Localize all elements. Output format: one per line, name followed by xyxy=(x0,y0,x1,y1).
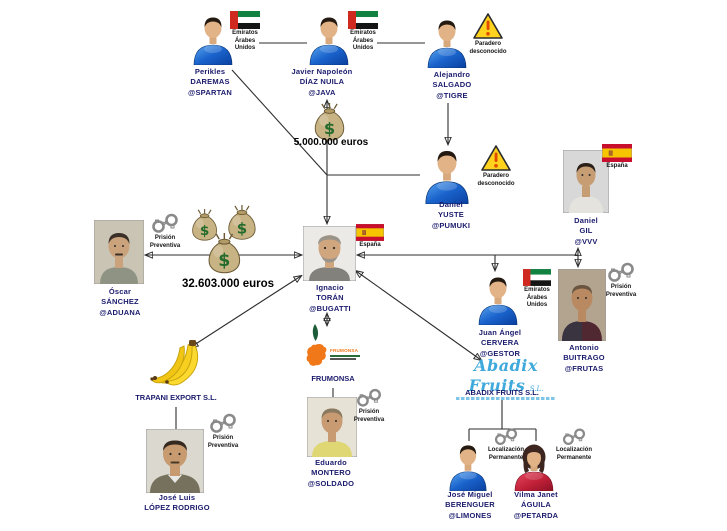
person-label-jose-luis: José Luis LÓPEZ RODRIGO xyxy=(144,493,210,513)
warning-triangle-icon xyxy=(473,13,503,39)
handcuffs-badge-eduardo: Prisión Preventiva xyxy=(344,387,394,424)
handcuffs-icon xyxy=(562,428,586,445)
spain-flag-icon xyxy=(356,224,384,241)
abadix-logo-text: Abadix Fruits xyxy=(468,356,538,395)
male-avatar-icon xyxy=(478,277,518,326)
handcuffs-badge-oscar: Prisión Preventiva xyxy=(140,212,190,250)
person-node-jose-luis[interactable] xyxy=(145,428,205,498)
uae-flag-badge-cervera: Emiratos Árabes Unidos xyxy=(516,269,558,310)
handcuffs-badge-jose-miguel: Localización Permanente xyxy=(480,427,532,462)
frumonsa-tagline-strip xyxy=(330,354,360,357)
warning-triangle-icon xyxy=(481,145,511,171)
handcuffs-badge-antonio: Prisión Preventiva xyxy=(596,261,646,299)
abadix-tagline-strip xyxy=(456,397,556,400)
edge-ignacio-trapani xyxy=(191,276,301,347)
person-label-eduardo: Eduardo MONTERO @SOLDADO xyxy=(307,458,355,488)
uae-flag-caption: Emiratos Árabes Unidos xyxy=(350,30,376,51)
person-label-jose-miguel: José Miguel BERENGUER @LIMONES xyxy=(445,490,495,520)
person-label-daniel-gil: Daniel GIL @VVV xyxy=(574,216,598,246)
person-label-oscar: Óscar SÁNCHEZ @ADUANA xyxy=(99,287,141,317)
person-node-eduardo[interactable] xyxy=(306,396,358,462)
spain-flag-badge-ignacio: España xyxy=(351,224,389,250)
warning-caption: Paradero desconocido xyxy=(477,173,515,187)
company-node-frumonsa[interactable]: FRUMONSA xyxy=(303,324,360,379)
uae-flag-icon xyxy=(230,11,260,29)
spain-flag-caption: España xyxy=(359,242,381,248)
frumonsa-logo-text: FRUMONSA xyxy=(330,348,359,353)
frumonsa-logo-block: FRUMONSA xyxy=(330,348,364,360)
mugshot-photo xyxy=(93,219,145,285)
money-bags-icon xyxy=(192,204,256,274)
uae-flag-caption: Emiratos Árabes Unidos xyxy=(232,30,258,51)
person-node-antonio[interactable] xyxy=(557,268,607,346)
uae-flag-badge-javier: Emiratos Árabes Unidos xyxy=(342,11,384,53)
warning-caption: Paradero desconocido xyxy=(469,41,507,55)
person-node-juan-angel[interactable] xyxy=(475,273,521,330)
handcuffs-caption: Localización Permanente xyxy=(487,447,524,461)
person-label-ignacio: Ignacio TORÁN @BUGATTI xyxy=(309,283,351,313)
money-amount-5m: 5.000.000 euros xyxy=(293,137,369,148)
person-node-oscar[interactable] xyxy=(93,219,145,289)
person-label-alejandro: Alejandro SALGADO @TIGRE xyxy=(432,70,472,100)
handcuffs-caption: Prisión Preventiva xyxy=(353,409,385,423)
spain-flag-caption: España xyxy=(606,163,628,169)
spain-flag-badge-gil: España xyxy=(598,144,636,171)
person-label-vilma: Vilma Janet ÁGUILA @PETARDA xyxy=(513,490,559,520)
uae-flag-badge-perikles: Emiratos Árabes Unidos xyxy=(224,11,266,53)
handcuffs-icon xyxy=(608,262,634,282)
person-label-daniel-yuste: Daniel YUSTE @PUMUKI xyxy=(431,200,471,230)
warning-badge-yuste: Paradero desconocido xyxy=(472,144,520,188)
frumonsa-tagline-strip xyxy=(330,358,356,360)
handcuffs-badge-jose-luis: Prisión Preventiva xyxy=(196,412,250,450)
company-label-abadix: ABADIX FRUITS S.L. xyxy=(465,388,539,397)
abadix-logo-suffix: S.L. xyxy=(529,385,544,393)
company-node-abadix[interactable]: Abadix Fruits S.L. xyxy=(450,356,562,400)
edge-perikles-junction xyxy=(231,69,328,176)
handcuffs-caption: Prisión Preventiva xyxy=(149,235,181,249)
handcuffs-caption: Prisión Preventiva xyxy=(207,435,239,449)
male-avatar-icon xyxy=(425,150,469,205)
handcuffs-icon xyxy=(152,213,178,233)
uae-flag-icon xyxy=(348,11,378,29)
person-label-juan-angel: Juan Ángel CERVERA @GESTOR xyxy=(478,328,522,358)
money-amount-32m: 32.603.000 euros xyxy=(181,278,275,290)
handcuffs-icon xyxy=(210,413,236,433)
uae-flag-icon xyxy=(523,269,551,286)
mugshot-photo xyxy=(557,268,607,342)
money-bags-32m[interactable] xyxy=(189,204,265,282)
person-label-perikles: Perikles DAREMAS @SPARTAN xyxy=(187,67,233,97)
company-label-trapani: TRAPANI EXPORT S.L. xyxy=(135,393,217,402)
warning-badge-alejandro: Paradero desconocido xyxy=(464,12,512,56)
uae-flag-caption: Emiratos Árabes Unidos xyxy=(524,287,550,308)
handcuffs-caption: Localización Permanente xyxy=(555,447,592,461)
mugshot-photo xyxy=(302,225,357,282)
handcuffs-icon xyxy=(494,428,518,445)
person-label-javier: Javier Napoleón DÍAZ NUILA @JAVA xyxy=(291,67,353,97)
bananas-icon xyxy=(150,340,199,386)
mugshot-photo xyxy=(306,396,358,458)
mugshot-photo xyxy=(145,428,205,494)
person-node-daniel-gil[interactable] xyxy=(562,149,610,218)
money-bag-icon xyxy=(314,102,345,141)
person-label-antonio: Antonio BUITRAGO @FRUTAS xyxy=(563,343,605,373)
person-node-ignacio[interactable] xyxy=(302,225,357,286)
mugshot-photo xyxy=(562,149,610,214)
handcuffs-icon xyxy=(357,388,381,407)
edge-abadix-fork xyxy=(468,400,537,441)
handcuffs-badge-vilma: Localización Permanente xyxy=(548,427,600,462)
handcuffs-caption: Prisión Preventiva xyxy=(605,284,637,298)
company-label-frumonsa: FRUMONSA xyxy=(311,374,355,383)
frumonsa-logo-icon xyxy=(306,324,327,366)
spain-flag-icon xyxy=(602,144,632,162)
company-node-trapani[interactable] xyxy=(148,339,214,396)
edge-ignacio-abadix xyxy=(356,271,481,360)
